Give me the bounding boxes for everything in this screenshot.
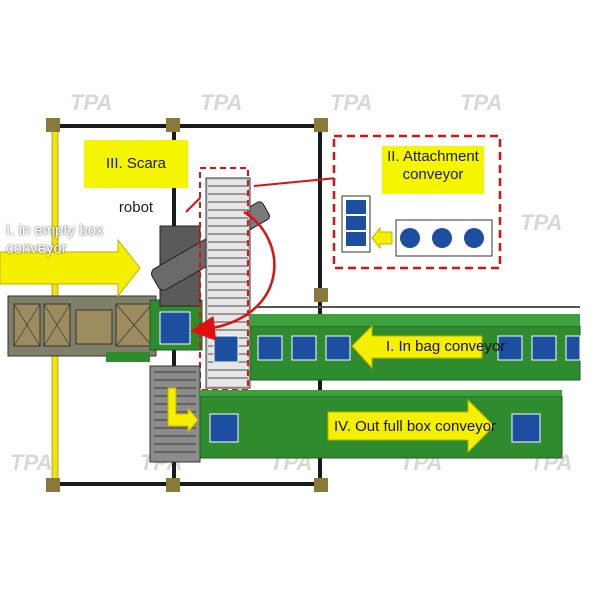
watermark-text: TPA [460, 90, 502, 115]
watermark-text: TPA [10, 450, 52, 475]
attachment-conveyor-label: II. Attachment conveyor [382, 146, 484, 194]
in-bag-label: I. In bag conveyor [386, 338, 505, 355]
watermark-text: TPA [330, 90, 372, 115]
empty-box-label-line2: conveyor [6, 240, 104, 258]
watermark-text: TPA [70, 90, 112, 115]
empty-box-label: I. in empty box conveyor [6, 222, 104, 258]
scara-robot-label: III. Scara robot [84, 140, 188, 188]
empty-box-label-line1: I. in empty box [6, 222, 104, 240]
watermark-text: TPA [200, 90, 242, 115]
attachment-label-line2: conveyor [386, 166, 480, 184]
scara-pointer-line [186, 198, 200, 212]
vertical-roller-conveyor [200, 168, 250, 390]
watermark-text: TPA [520, 210, 562, 235]
attachment-label-line1: II. Attachment [386, 148, 480, 166]
out-full-box-label: IV. Out full box conveyor [334, 418, 496, 435]
